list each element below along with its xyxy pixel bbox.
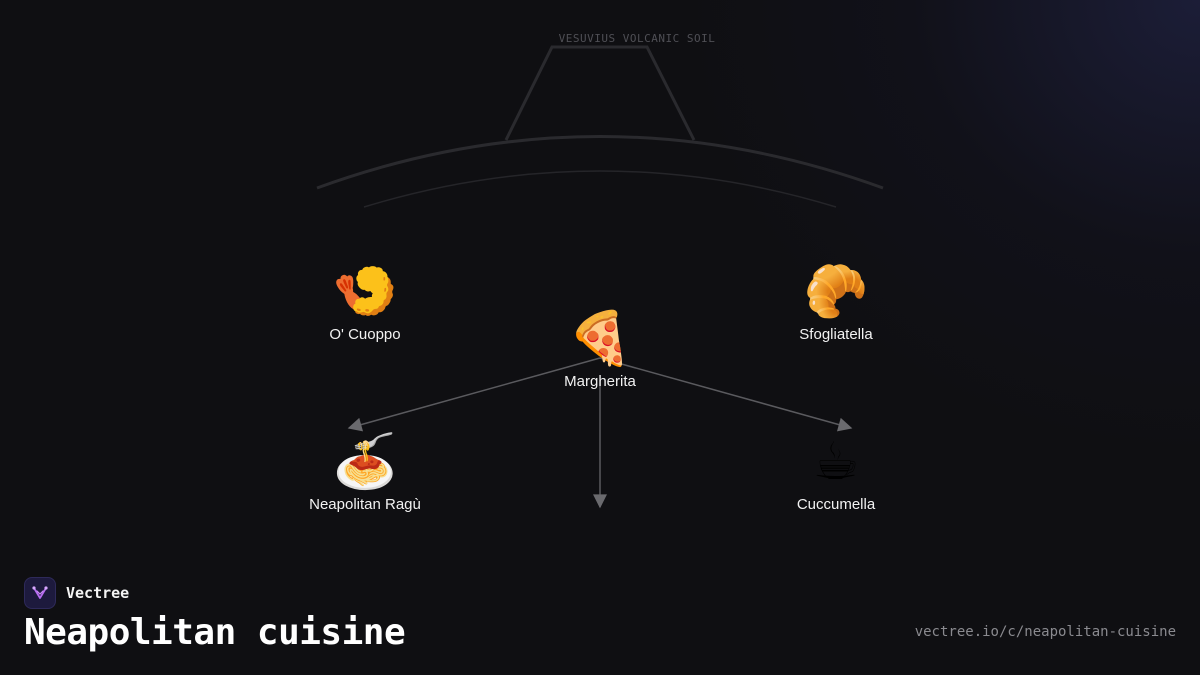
edge-margherita-to-ragu — [347, 357, 601, 432]
vectree-logo-icon — [24, 577, 56, 609]
volcano-crater — [504, 45, 696, 141]
edge-margherita-to-cuccumella — [599, 357, 853, 432]
fried-shrimp-icon: 🍤 — [332, 263, 398, 321]
node-margherita[interactable]: 🍕 Margherita — [564, 309, 636, 391]
node-ragu[interactable]: 🍝 Neapolitan Ragù — [309, 432, 421, 514]
brand[interactable]: Vectree — [24, 577, 129, 609]
brand-name: Vectree — [66, 584, 130, 602]
node-label: O' Cuoppo — [329, 326, 401, 343]
node-label: Neapolitan Ragù — [309, 496, 421, 513]
page-url[interactable]: vectree.io/c/neapolitan-cuisine — [914, 624, 1176, 640]
spaghetti-icon: 🍝 — [332, 433, 398, 491]
page-title: Neapolitan cuisine — [24, 612, 406, 653]
hot-coffee-icon: ☕ — [812, 433, 860, 491]
volcano-slope-outer — [316, 135, 884, 190]
node-cuccumella[interactable]: ☕ Cuccumella — [797, 432, 875, 514]
soil-label: VESUVIUS VOLCANIC SOIL — [559, 32, 716, 45]
croissant-icon: 🥐 — [803, 263, 869, 321]
volcano-slope-inner — [363, 170, 837, 208]
node-label: Sfogliatella — [799, 326, 873, 343]
pizza-icon: 🍕 — [567, 310, 633, 368]
node-label: Margherita — [564, 373, 636, 390]
node-sfogliatella[interactable]: 🥐 Sfogliatella — [799, 262, 872, 344]
node-label: Cuccumella — [796, 496, 876, 513]
node-cuoppo[interactable]: 🍤 O' Cuoppo — [329, 262, 400, 344]
